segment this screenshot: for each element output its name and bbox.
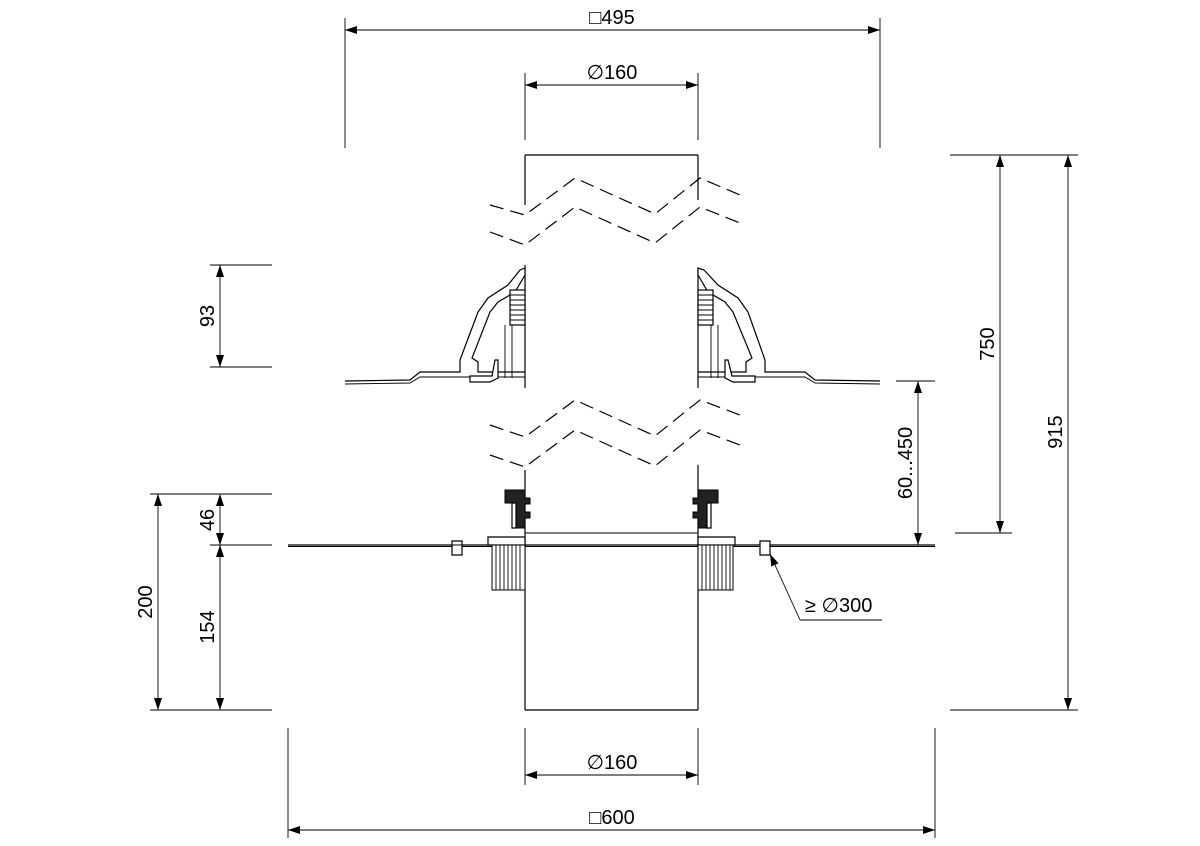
dim-label-750: 750 <box>977 327 999 360</box>
dim-60-450: 60...450 <box>895 380 935 545</box>
dim-750: 750 <box>950 154 1012 534</box>
dim-label-top-square: □495 <box>589 7 634 29</box>
dim-label-top-diameter: ∅160 <box>587 62 638 84</box>
break-line-upper <box>489 177 741 246</box>
dim-200: 200 <box>135 493 272 711</box>
base-flange <box>288 489 935 591</box>
dim-min-hole: ≥ ∅300 <box>769 553 882 621</box>
dim-93: 93 <box>197 264 272 368</box>
vent-pipe <box>524 154 699 711</box>
dim-label-46: 46 <box>197 509 219 531</box>
dim-label-200: 200 <box>135 585 157 618</box>
dim-label-bottom-square: □600 <box>589 807 634 829</box>
dim-154: 154 <box>197 545 224 710</box>
dim-bottom-square: □600 <box>287 728 936 838</box>
break-line-lower <box>489 399 741 468</box>
dim-46: 46 <box>197 494 272 546</box>
dim-top-diameter: ∅160 <box>524 62 699 140</box>
dim-label-bottom-diameter: ∅160 <box>587 752 638 774</box>
roof-flashing-collar <box>344 267 881 385</box>
dim-label-60-450: 60...450 <box>895 427 917 499</box>
dim-label-93: 93 <box>197 305 219 327</box>
dim-label-154: 154 <box>197 610 219 643</box>
dim-label-915: 915 <box>1045 415 1067 448</box>
dim-bottom-diameter: ∅160 <box>524 728 699 785</box>
dim-label-min-hole: ≥ ∅300 <box>805 595 872 617</box>
dim-915: 915 <box>950 154 1078 711</box>
dim-top-square: □495 <box>344 7 881 148</box>
